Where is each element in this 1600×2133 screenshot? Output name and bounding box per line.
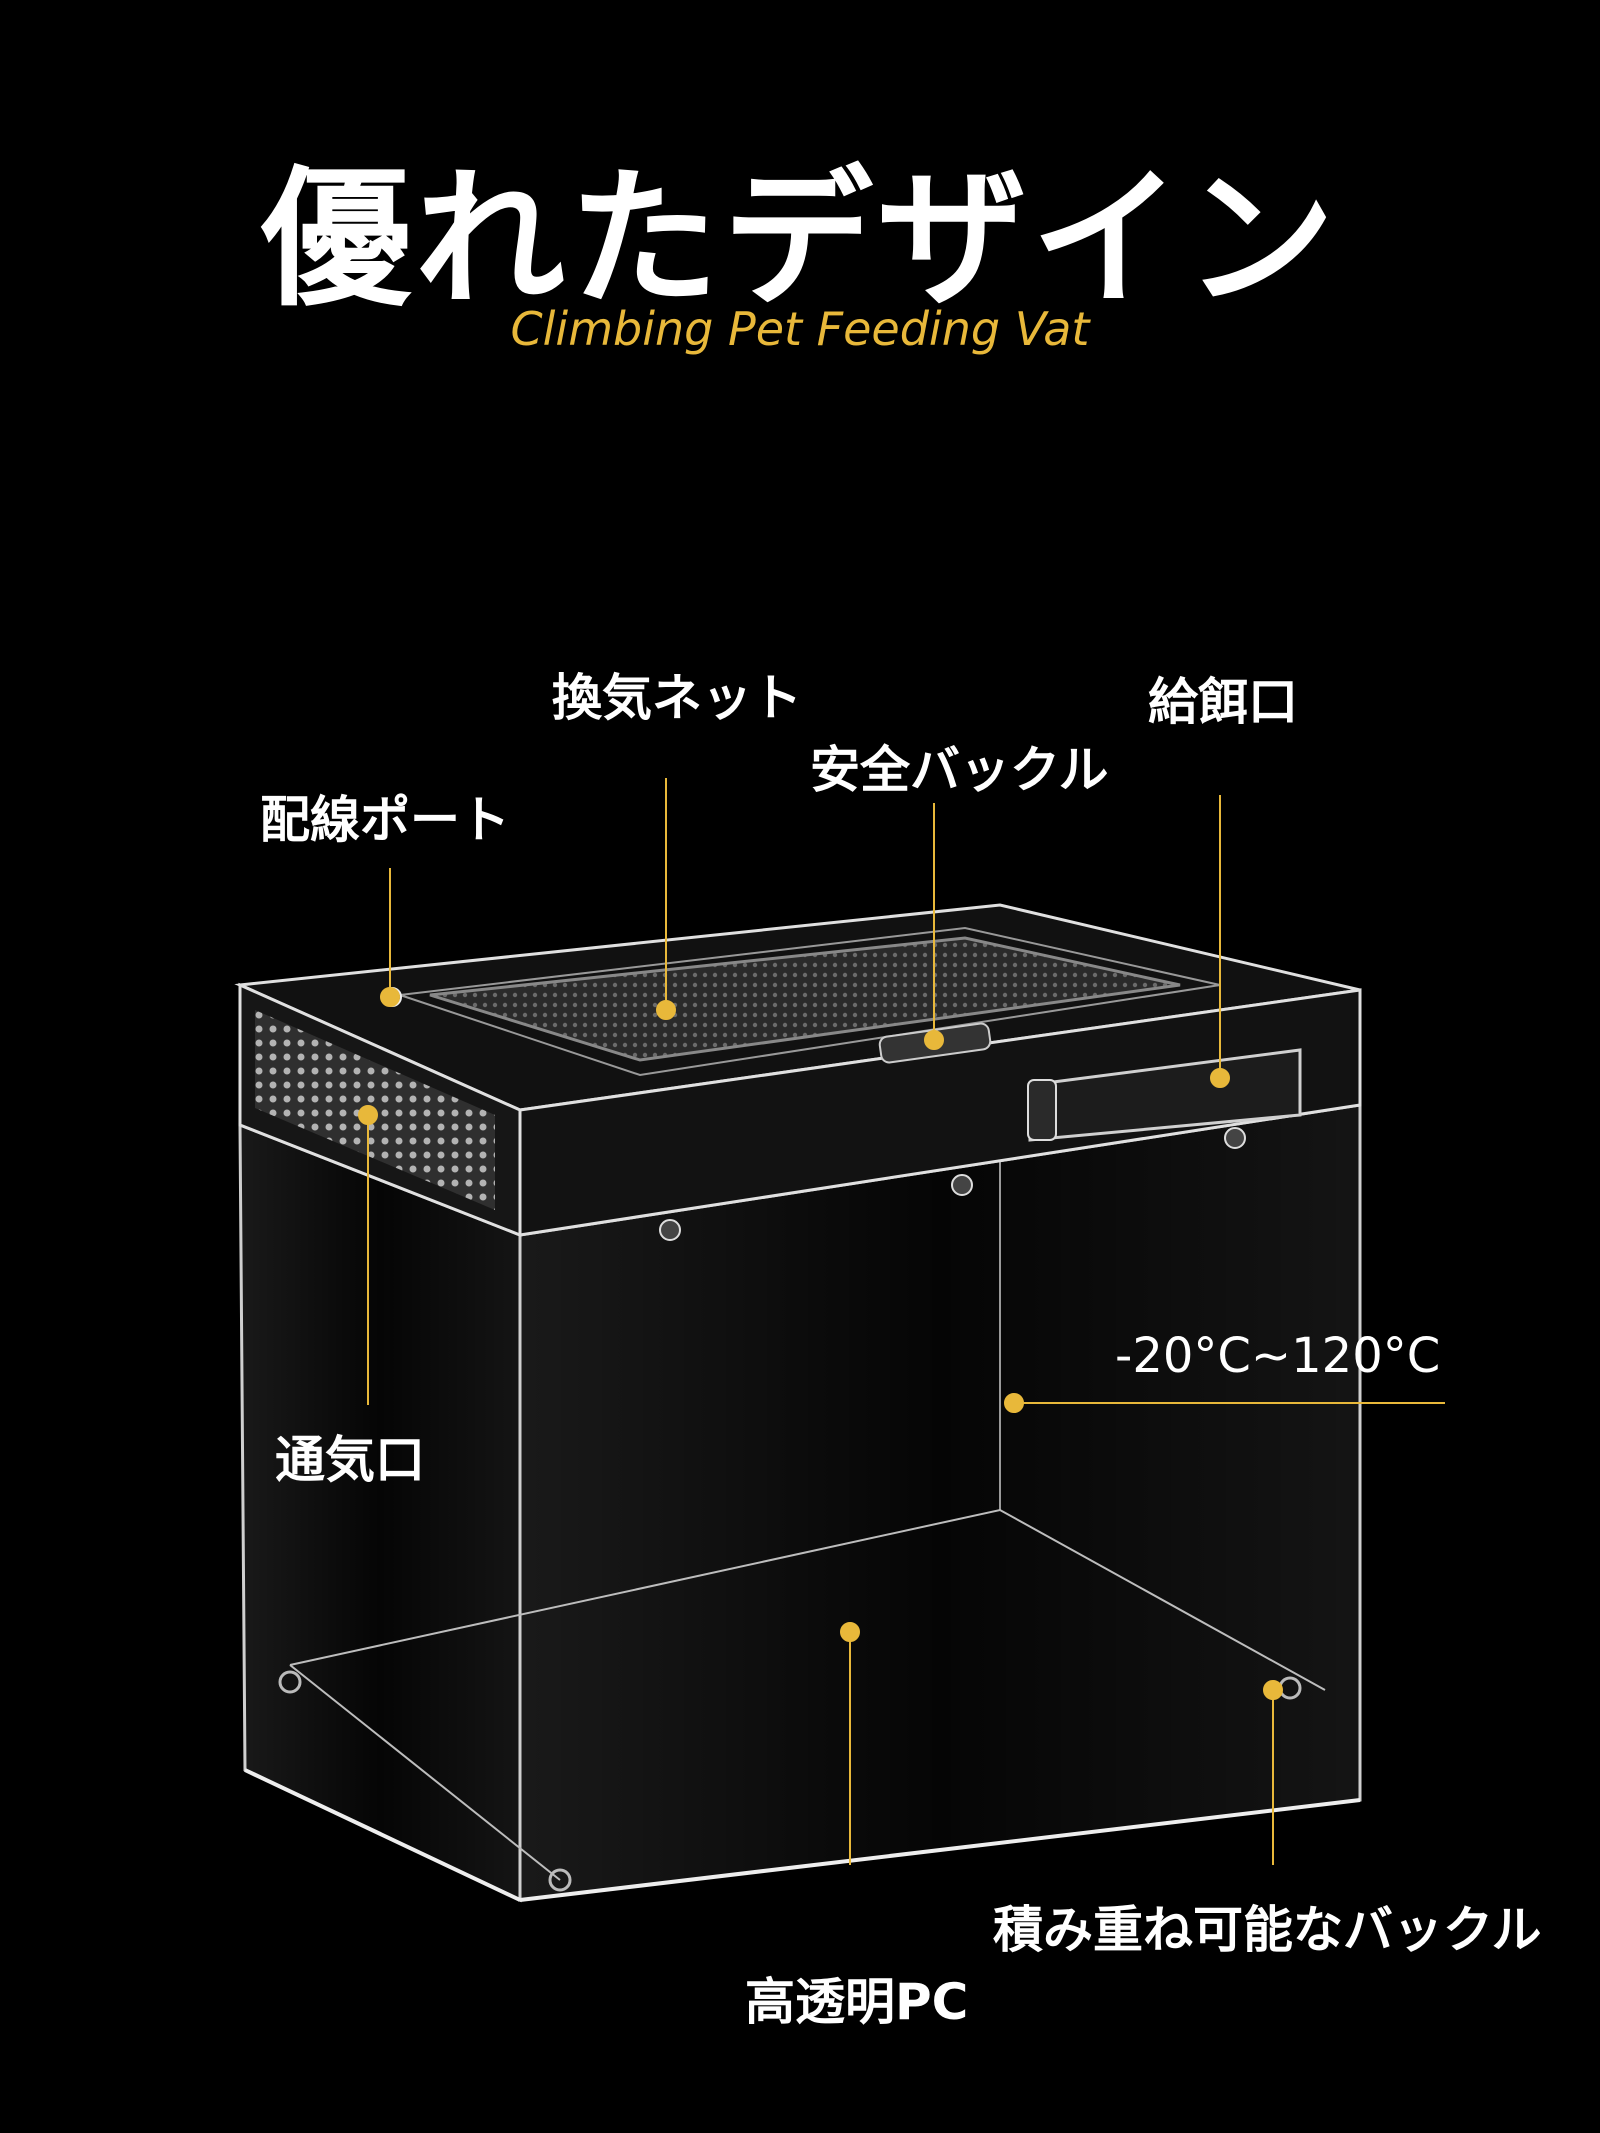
callout-air-vent: 通気口 xyxy=(275,1431,425,1489)
marker-air-vent xyxy=(358,1105,378,1125)
callout-feeding-port: 給餌口 xyxy=(1148,673,1298,731)
marker-wiring-port xyxy=(380,987,400,1007)
marker-feeding-port xyxy=(1210,1068,1230,1088)
marker-ventilation-net xyxy=(656,1000,676,1020)
callout-stackable-buckle: 積み重ね可能なバックル xyxy=(993,1901,1542,1959)
callout-wiring-port: 配線ポート xyxy=(260,791,510,849)
marker-temperature xyxy=(1004,1393,1024,1413)
page-title: 優れたデザイン xyxy=(260,153,1339,327)
callout-temperature-range: -20°C~120°C xyxy=(1115,1328,1441,1384)
marker-high-transparency xyxy=(840,1622,860,1642)
box-body xyxy=(238,1103,1362,1903)
page-subtitle: Climbing Pet Feeding Vat xyxy=(510,302,1090,356)
marker-stackable-buckle xyxy=(1263,1680,1283,1700)
callout-markers xyxy=(358,778,1445,1865)
marker-safety-buckle xyxy=(924,1030,944,1050)
callout-ventilation-net: 換気ネット xyxy=(552,669,802,727)
callout-safety-buckle: 安全バックル xyxy=(810,741,1109,799)
callout-high-transparency-pc: 高透明PC xyxy=(745,1973,969,2031)
